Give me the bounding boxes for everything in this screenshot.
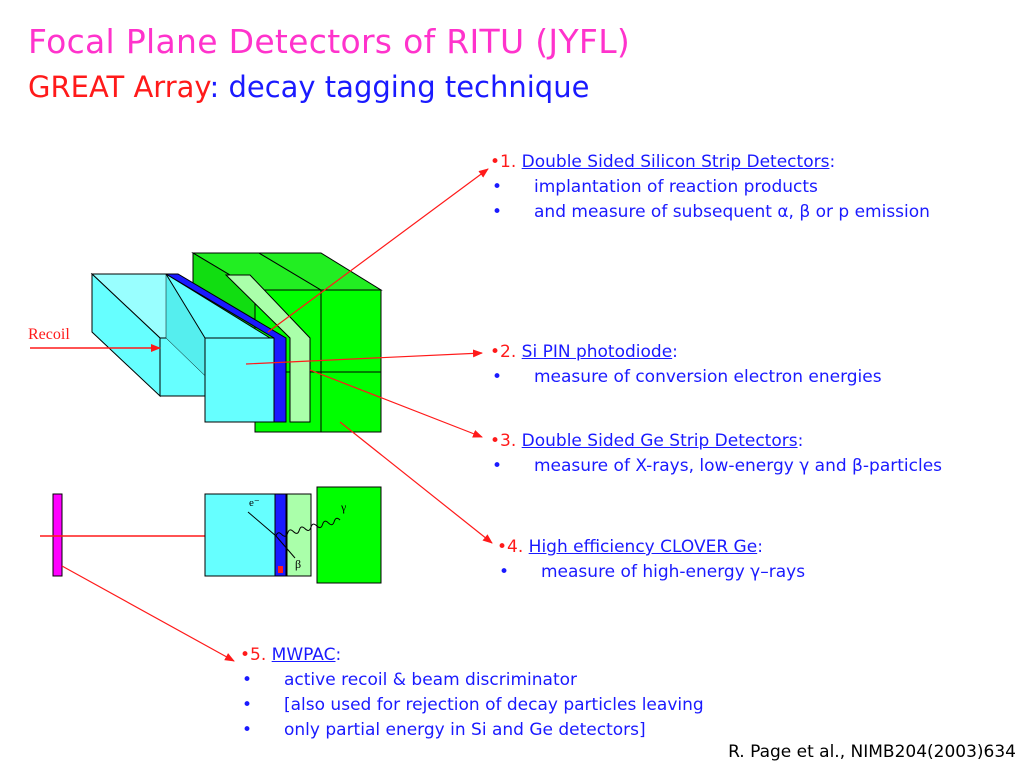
- inset-schematic: e⁻ γ β: [40, 486, 382, 584]
- detector-5-item-text: active recoil & beam discriminator: [284, 670, 578, 690]
- detector-4-colon: :: [757, 537, 763, 557]
- detector-4-heading: •4. High efficiency CLOVER Ge:: [497, 535, 805, 560]
- ge-strip-detector: [224, 274, 311, 423]
- detector-3-colon: :: [797, 431, 804, 451]
- detector-4-item-text: measure of high-energy γ–rays: [541, 562, 806, 582]
- dssd-detector: [90, 272, 275, 423]
- callout-arrows: [61, 168, 493, 662]
- detector-4-item: • measure of high-energy γ–rays: [497, 560, 805, 585]
- inset-beta-label: β: [295, 557, 301, 571]
- detector-5-item: • active recoil & beam discriminator: [240, 668, 704, 693]
- detector-5-number: •5.: [240, 645, 267, 665]
- detector-1-item: • and measure of subsequent α, β or p emi…: [490, 200, 930, 225]
- detector-3-number: •3.: [490, 431, 517, 451]
- bullet-icon: •: [242, 720, 253, 740]
- detector-1-item-text: implantation of reaction products: [534, 177, 818, 197]
- recoil-label: Recoil: [28, 326, 70, 343]
- detector-2-name: Si PIN photodiode: [521, 342, 673, 362]
- detector-3-block: •3. Double Sided Ge Strip Detectors: • me…: [490, 429, 942, 479]
- detector-5-item: • only partial energy in Si and Ge detect…: [240, 718, 704, 743]
- detector-3-heading: •3. Double Sided Ge Strip Detectors:: [490, 429, 942, 454]
- detector-1-name: Double Sided Silicon Strip Detectors: [521, 152, 830, 172]
- bullet-icon: •: [492, 456, 503, 476]
- bullet-icon: •: [242, 695, 253, 715]
- detector-5-block: •5. MWPAC: • active recoil & beam discrim…: [240, 643, 704, 743]
- detector-3-item: • measure of X-rays, low-energy γ and β-p…: [490, 454, 942, 479]
- citation: R. Page et al., NIMB204(2003)634: [728, 742, 1016, 762]
- detector-5-name: MWPAC: [271, 645, 336, 665]
- detector-5-heading: •5. MWPAC:: [240, 643, 704, 668]
- detector-2-item-text: measure of conversion electron energies: [534, 367, 882, 387]
- detector-1-heading: •1. Double Sided Silicon Strip Detectors…: [490, 150, 930, 175]
- bullet-icon: •: [499, 562, 510, 582]
- inset-electron-label: e⁻: [249, 497, 260, 509]
- detector-5-colon: :: [335, 645, 342, 665]
- detector-4-name: High efficiency CLOVER Ge: [528, 537, 758, 557]
- bullet-icon: •: [492, 202, 503, 222]
- mwpac-plate: [52, 493, 63, 577]
- detector-5-item-text: only partial energy in Si and Ge detecto…: [284, 720, 646, 740]
- detector-5-item-text: [also used for rejection of decay partic…: [284, 695, 704, 715]
- detector-4-block: •4. High efficiency CLOVER Ge: • measure …: [497, 535, 805, 585]
- detector-5-item: • [also used for rejection of decay parti…: [240, 693, 704, 718]
- bullet-icon: •: [242, 670, 253, 690]
- detector-3-item-text: measure of X-rays, low-energy γ and β-pa…: [534, 456, 943, 476]
- detector-2-number: •2.: [490, 342, 517, 362]
- detector-3-name: Double Sided Ge Strip Detectors: [521, 431, 798, 451]
- page-subtitle: GREAT Array: decay tagging technique: [28, 70, 589, 104]
- bullet-icon: •: [492, 177, 503, 197]
- detector-1-colon: :: [829, 152, 836, 172]
- detector-1-item-text: and measure of subsequent α, β or p emis…: [534, 202, 930, 222]
- detector-2-colon: :: [672, 342, 678, 362]
- detector-2-heading: •2. Si PIN photodiode:: [490, 340, 882, 365]
- subtitle-great-array: GREAT Array: [28, 70, 210, 104]
- inset-gamma-label: γ: [340, 500, 347, 514]
- page-title: Focal Plane Detectors of RITU (JYFL): [28, 22, 631, 61]
- bullet-icon: •: [492, 367, 503, 387]
- detector-1-number: •1.: [490, 152, 517, 172]
- detector-2-block: •2. Si PIN photodiode: • measure of conve…: [490, 340, 882, 390]
- si-pin-plane: [164, 273, 287, 423]
- detector-2-item: • measure of conversion electron energies: [490, 365, 882, 390]
- detector-4-number: •4.: [497, 537, 524, 557]
- detector-1-block: •1. Double Sided Silicon Strip Detectors…: [490, 150, 930, 225]
- subtitle-technique: : decay tagging technique: [209, 70, 590, 104]
- detector-1-item: • implantation of reaction products: [490, 175, 930, 200]
